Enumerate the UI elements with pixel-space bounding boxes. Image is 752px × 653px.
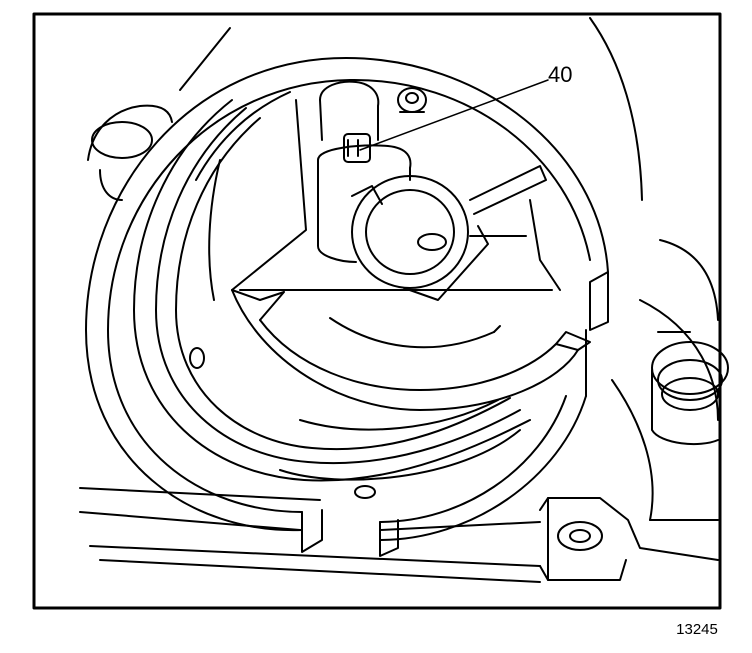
figure-number: 13245 xyxy=(676,621,718,638)
callout-label-40: 40 xyxy=(548,62,572,87)
housing-outline xyxy=(179,17,719,521)
upper-bolt xyxy=(397,87,427,113)
cam-roller xyxy=(351,165,561,301)
lower-right-bracket xyxy=(539,497,719,581)
lower-rails xyxy=(79,487,549,583)
bearing-race xyxy=(231,99,591,411)
callout-leader-line xyxy=(359,79,549,151)
drive-assembly xyxy=(317,80,412,263)
outer-ring xyxy=(85,57,609,557)
right-side-boss xyxy=(651,331,729,446)
inner-rings xyxy=(133,91,531,499)
upper-left-boss xyxy=(87,104,173,201)
figure-border xyxy=(32,12,722,610)
